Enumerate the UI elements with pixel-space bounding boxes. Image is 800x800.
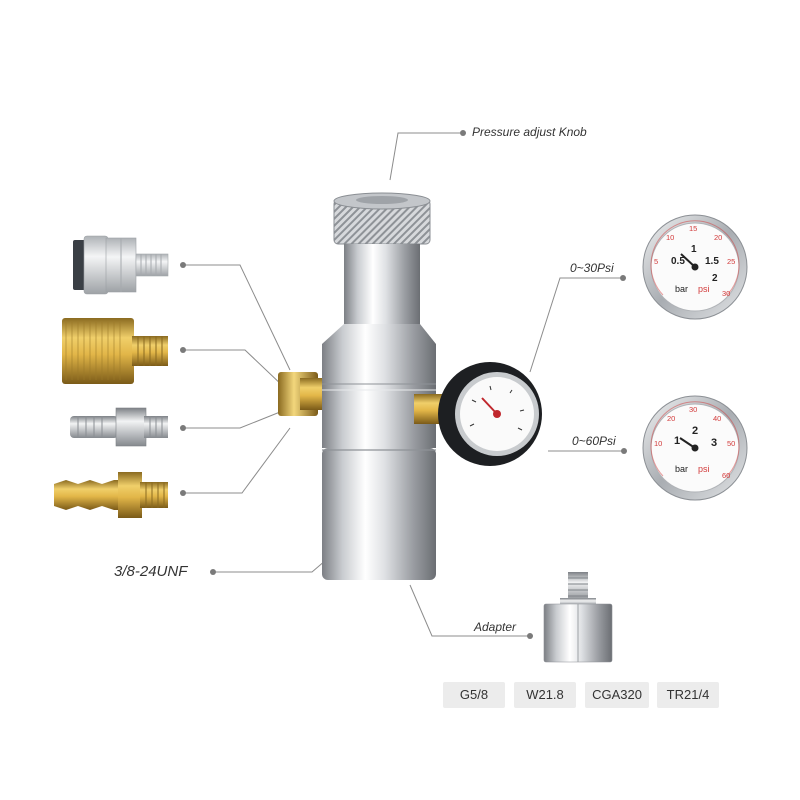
gauge-60-bar-unit: bar (675, 464, 688, 474)
gauge-30-bar-unit: bar (675, 284, 688, 294)
fitting-4-line (183, 427, 291, 494)
gauge-30-units: bar psi (675, 284, 710, 294)
fitting-4-dot (180, 490, 186, 496)
adapter-callout-line (409, 584, 528, 637)
gauge-60-dot (621, 448, 627, 454)
gauge-30-bar-tick: 0.5 (671, 256, 685, 267)
knob-dot (460, 130, 466, 136)
gauge-60-bar-tick: 1 (674, 435, 680, 447)
gauge-30-psi-tick: 5 (654, 257, 658, 266)
fitting-3-dot (180, 425, 186, 431)
gauge-60-units: bar psi (675, 464, 710, 474)
thread-label: 3/8-24UNF (114, 563, 188, 580)
adapter-tag-w218: W21.8 (514, 682, 576, 708)
callout-dots (180, 130, 627, 639)
gauge-30-psi-tick: 10 (666, 233, 674, 242)
gauge-60psi (642, 395, 748, 501)
gauge-60-psi-tick: 60 (722, 471, 730, 480)
gauge-30-bar-tick: 1 (691, 244, 697, 255)
gauge-30-bar-tick: 1.5 (705, 256, 719, 267)
fitting-2-dot (180, 347, 186, 353)
gauge-30-bar-ticks: 0.5 1 1.5 2 (671, 244, 719, 284)
adapter-tag-tr214: TR21/4 (657, 682, 719, 708)
gauge-60-psi-ticks: 10 20 30 40 50 60 (654, 405, 735, 480)
adapter-tag-g58: G5/8 (443, 682, 505, 708)
gauge-30-psi-tick: 30 (722, 289, 730, 298)
fitting-1-line (183, 264, 291, 371)
callout-lines (183, 132, 622, 637)
gauge-60-psi-tick: 10 (654, 439, 662, 448)
gauge-60-psi-tick: 50 (727, 439, 735, 448)
gauge-30-psi-tick: 15 (689, 224, 697, 233)
adapter-label: Adapter (474, 620, 517, 634)
gauge-30-psi-tick: 20 (714, 233, 722, 242)
gauge-30-psi-ticks: 5 10 15 20 25 30 (654, 224, 735, 298)
gauge-60-psi-unit: psi (698, 464, 710, 474)
gauge-60-bar-ticks: 1 2 3 (674, 425, 717, 449)
knob-label: Pressure adjust Knob (472, 125, 587, 139)
thread-dot (210, 569, 216, 575)
adapter-dot (527, 633, 533, 639)
fitting-2-line (183, 349, 286, 389)
gauge-30-psi-unit: psi (698, 284, 710, 294)
fitting-3-line (183, 409, 286, 429)
gauge-30-bar-tick: 2 (712, 273, 718, 284)
knob-callout-line (389, 132, 460, 181)
gauge-60-psi-tick: 40 (713, 414, 721, 423)
adapter-tag-cga320: CGA320 (585, 682, 649, 708)
gauge-60-bar-tick: 2 (692, 425, 698, 437)
gauge-60-psi-tick: 20 (667, 414, 675, 423)
push-fit-fitting (73, 235, 169, 295)
gauge-60-bar-tick: 3 (711, 437, 717, 449)
adapter-fitting (543, 572, 613, 663)
brass-barb-fitting (54, 472, 168, 518)
gauge-30-dot (620, 275, 626, 281)
gauge-30-label: 0~30Psi (570, 261, 614, 275)
gauge-30-callout-line (529, 277, 620, 373)
mounted-gauge (438, 362, 542, 466)
gauge-60-psi-tick: 30 (689, 405, 697, 414)
gauge-30-psi-tick: 25 (727, 257, 735, 266)
gauge-30psi (642, 214, 748, 320)
gauge-60-label: 0~60Psi (572, 434, 616, 448)
brass-knurled-fitting (62, 318, 168, 384)
thread-callout-line (213, 559, 327, 573)
stainless-fitting (70, 407, 168, 447)
regulator-body (278, 192, 448, 580)
fitting-1-dot (180, 262, 186, 268)
